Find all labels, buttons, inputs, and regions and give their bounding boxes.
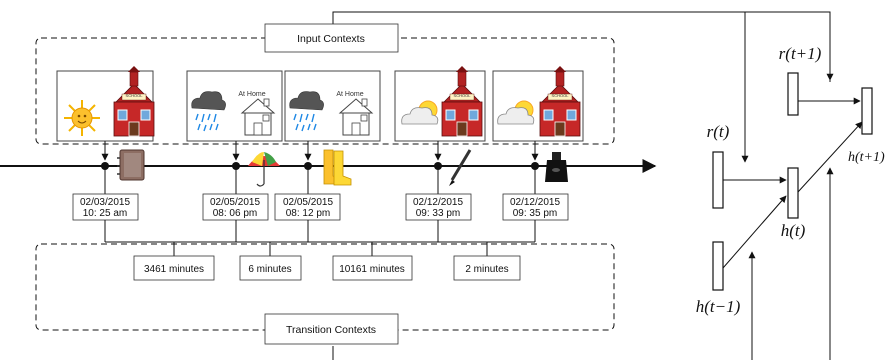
umbrella-icon [248, 152, 280, 187]
context-panel-5: SCHOOL [492, 65, 584, 142]
event-time: 09: 35 pm [513, 208, 557, 219]
interval-box-2: 6 minutes [239, 255, 302, 281]
date-box-4: 02/12/2015 09: 33 pm [405, 193, 472, 221]
interval-label: 2 minutes [465, 264, 508, 275]
interval-label: 10161 minutes [339, 264, 405, 275]
event-time: 08: 06 pm [213, 208, 257, 219]
h-t-minus-label: h(t−1) [696, 297, 741, 316]
r-t-vector [712, 151, 724, 209]
at-home-label: At Home [238, 91, 265, 98]
event-date: 02/12/2015 [413, 197, 463, 208]
r-t-label: r(t) [707, 122, 730, 141]
school-sign: SCHOOL [552, 93, 570, 98]
event-date: 02/03/2015 [80, 197, 130, 208]
transition-contexts-label: Transition Contexts [286, 324, 376, 336]
h-t1-vector [861, 87, 873, 135]
school-sign: SCHOOL [126, 93, 144, 98]
context-panel-1: SCHOOL [56, 65, 155, 142]
event-time: 08: 12 pm [286, 208, 330, 219]
school-sign: SCHOOL [454, 93, 472, 98]
event-time: 10: 25 am [83, 208, 127, 219]
interval-label: 6 minutes [248, 264, 291, 275]
context-panel-2: At Home [186, 70, 283, 142]
ink-bottle-icon [545, 152, 568, 182]
h-t-label: h(t) [781, 221, 806, 240]
date-box-1: 02/03/2015 10: 25 am [72, 193, 139, 221]
context-panel-3: At Home [284, 70, 381, 142]
input-contexts-label: Input Contexts [297, 33, 365, 45]
date-box-5: 02/12/2015 09: 35 pm [502, 193, 569, 221]
h-t-minus-vector [712, 241, 724, 291]
interval-label: 3461 minutes [144, 264, 204, 275]
rain-boots-icon [323, 149, 352, 186]
interval-box-3: 10161 minutes [332, 255, 413, 281]
r-t1-vector [787, 72, 799, 116]
h-t-vector [787, 167, 799, 219]
event-date: 02/12/2015 [510, 197, 560, 208]
r-t1-label: r(t+1) [779, 44, 822, 63]
date-box-3: 02/05/2015 08: 12 pm [274, 193, 341, 221]
notebook-icon [117, 149, 145, 181]
event-time: 09: 33 pm [416, 208, 460, 219]
interval-box-4: 2 minutes [453, 255, 521, 281]
at-home-label: At Home [336, 91, 363, 98]
rnn-diagram: r(t+1) h(t+1) r(t) h(t) h(t−1) [696, 44, 885, 360]
event-date: 02/05/2015 [210, 197, 260, 208]
h-t1-label: h(t+1) [848, 150, 885, 165]
event-date: 02/05/2015 [283, 197, 333, 208]
pen-icon [449, 149, 472, 186]
context-panel-4: SCHOOL [394, 65, 486, 142]
date-box-2: 02/05/2015 08: 06 pm [202, 193, 269, 221]
interval-box-1: 3461 minutes [133, 255, 215, 281]
